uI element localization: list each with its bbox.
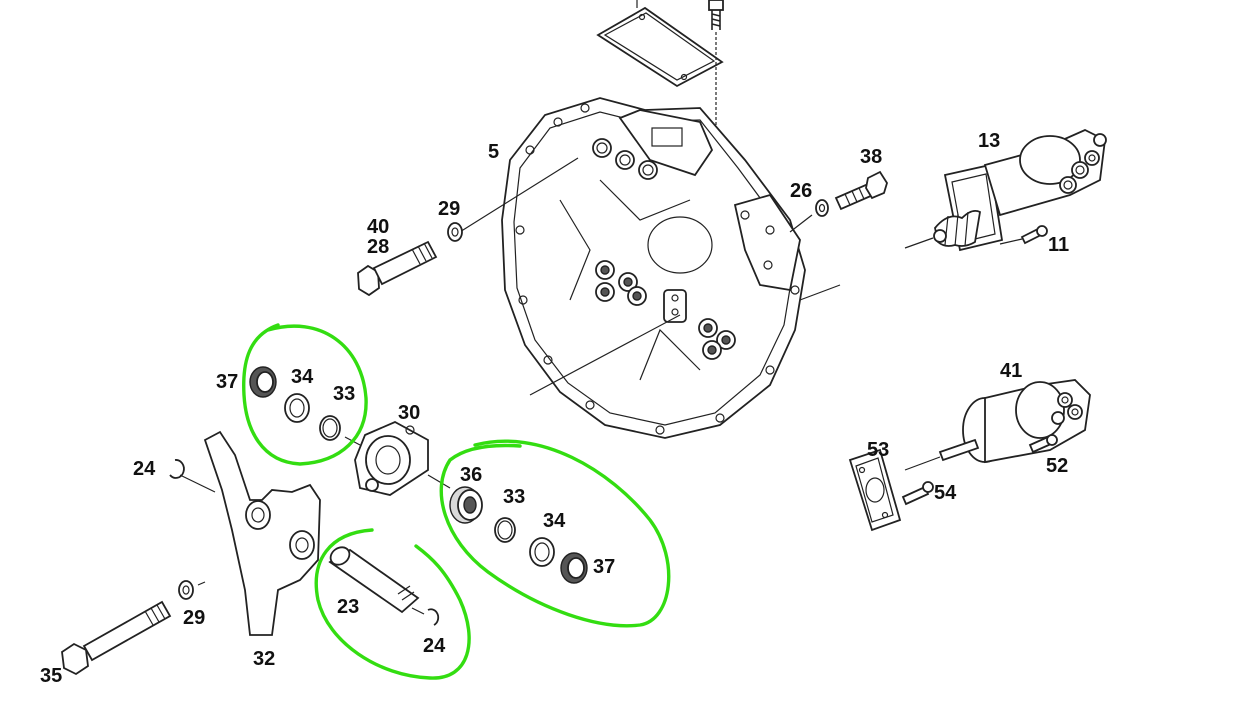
part-labels: 5 13 38 26 11 40 28 29 37 34 33 30 41 24… (40, 130, 1069, 687)
fork-lever-32 (203, 430, 321, 636)
label-29-lower: 29 (183, 607, 205, 629)
seal-37-right (560, 552, 588, 584)
label-40: 40 (367, 216, 389, 238)
label-24-left: 24 (133, 458, 156, 480)
label-23: 23 (337, 596, 359, 618)
washer-29-upper (447, 222, 463, 242)
label-33-left: 33 (333, 383, 355, 405)
screw-54 (901, 481, 934, 506)
label-29-upper: 29 (438, 198, 460, 220)
circlip-33-left (319, 415, 361, 446)
cover-screw (708, 0, 724, 140)
label-32: 32 (253, 648, 275, 670)
bushing-36 (449, 486, 483, 524)
screw-11 (999, 225, 1048, 245)
label-38: 38 (860, 146, 882, 168)
label-52: 52 (1046, 455, 1068, 477)
bolt-38 (834, 170, 888, 211)
highlight-right-seal-group (439, 439, 671, 628)
label-28: 28 (367, 236, 389, 258)
circlip-24-right (427, 608, 440, 626)
actuator-41 (904, 379, 1091, 471)
gasket-53 (848, 448, 902, 532)
washer-26 (815, 199, 829, 217)
label-36: 36 (460, 464, 482, 486)
label-13: 13 (978, 130, 1000, 152)
circlip-24-left (169, 459, 216, 493)
label-30: 30 (398, 402, 420, 424)
label-26: 26 (790, 180, 812, 202)
label-41: 41 (1000, 360, 1022, 382)
label-34-left: 34 (291, 366, 314, 388)
washer-29-lower (178, 580, 206, 600)
bracket-30 (354, 420, 451, 496)
bolt-40-28 (357, 240, 438, 297)
label-24-right: 24 (423, 635, 446, 657)
highlight-left-seal-group (242, 323, 368, 466)
label-34-right: 34 (543, 510, 566, 532)
label-5: 5 (488, 141, 499, 163)
seal-37-left (249, 366, 277, 398)
highlight-pin-group (314, 528, 471, 680)
pin-23 (328, 546, 425, 615)
screw-52 (1028, 434, 1058, 454)
actuator-13 (904, 129, 1107, 252)
label-37-left: 37 (216, 371, 238, 393)
label-54: 54 (934, 482, 957, 504)
ring-34-right (529, 537, 555, 567)
label-37-right: 37 (593, 556, 615, 578)
ring-34-left (284, 393, 310, 423)
label-33-right: 33 (503, 486, 525, 508)
bolt-35 (61, 600, 172, 676)
label-53: 53 (867, 439, 889, 461)
clutch-housing (454, 97, 841, 439)
label-35: 35 (40, 665, 62, 687)
cover-plate (596, 0, 724, 88)
circlip-33-right (494, 517, 516, 543)
label-11: 11 (1048, 234, 1069, 256)
